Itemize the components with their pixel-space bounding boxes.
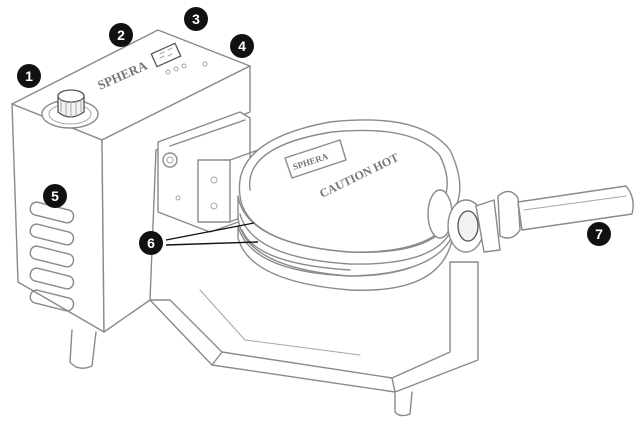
setting-buttons (165, 61, 208, 75)
callout-2-label: 2 (117, 27, 125, 43)
hinge-bracket (157, 111, 259, 233)
callout-2: 2 (109, 23, 133, 47)
callout-1: 1 (17, 64, 41, 88)
waffle-body: SPHERA CAUTION HOT (237, 119, 461, 291)
base-stand (69, 261, 479, 417)
callout-1-label: 1 (25, 68, 33, 84)
callout-3-label: 3 (192, 11, 200, 27)
callout-5: 5 (43, 184, 67, 208)
callout-7: 7 (587, 222, 611, 246)
timer-display (150, 42, 182, 68)
leader-lines (165, 222, 259, 246)
callout-6: 6 (139, 231, 163, 255)
temperature-knob (41, 89, 99, 129)
callout-4: 4 (230, 34, 254, 58)
callout-6-label: 6 (147, 235, 155, 251)
control-housing: SPHERA (11, 29, 251, 333)
callout-3: 3 (184, 7, 208, 31)
callout-4-label: 4 (238, 38, 246, 54)
leader-6b (165, 241, 259, 246)
leader-6a (165, 222, 255, 241)
callout-5-label: 5 (51, 188, 59, 204)
handle (447, 185, 634, 253)
ventilation-slots (29, 201, 75, 312)
callout-7-label: 7 (595, 226, 603, 242)
